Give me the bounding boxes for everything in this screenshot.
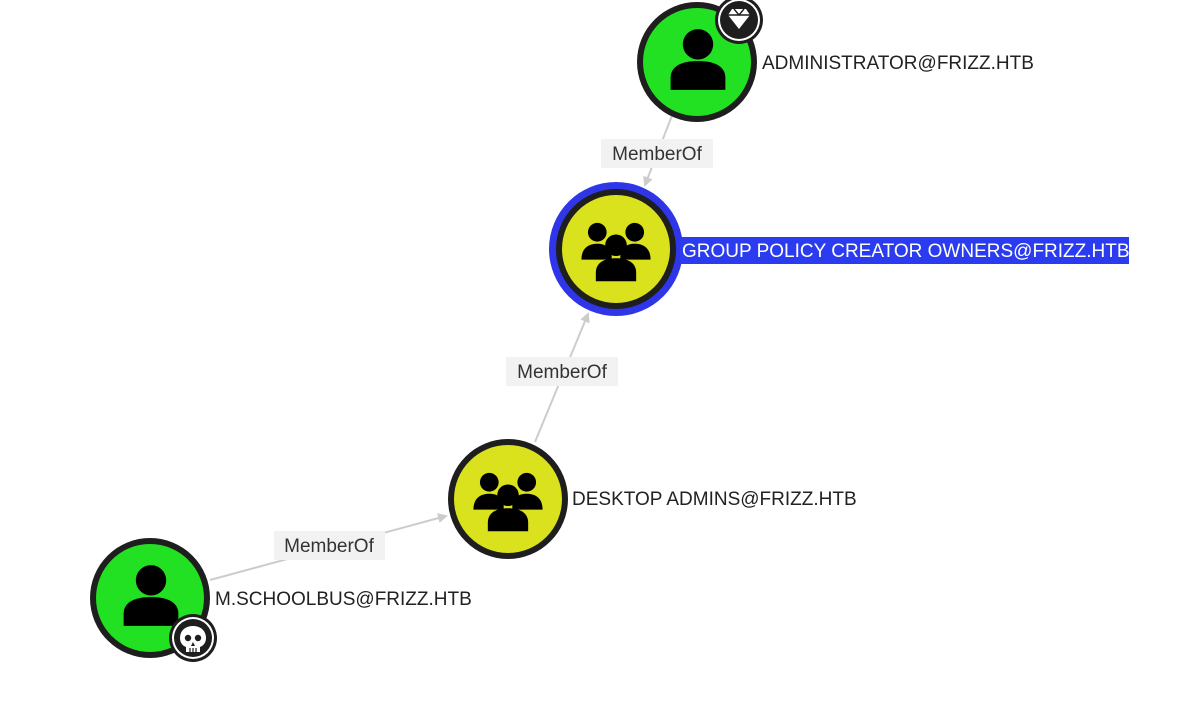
edge-administrator-to-gpco[interactable]: MemberOf	[601, 112, 713, 187]
edge-label: MemberOf	[284, 536, 374, 557]
edge-label-bg	[506, 357, 618, 386]
edge-desktop-admins-to-gpco[interactable]: MemberOf	[506, 312, 618, 443]
node-group-policy-creator-owners[interactable]: GROUP POLICY CREATOR OWNERS@FRIZZ.HTB	[549, 182, 1130, 316]
node-desktop-admins[interactable]: DESKTOP ADMINS@FRIZZ.HTB	[448, 439, 857, 559]
skull-icon	[169, 614, 217, 662]
node-label: ADMINISTRATOR@FRIZZ.HTB	[762, 53, 1034, 74]
node-administrator[interactable]: ADMINISTRATOR@FRIZZ.HTB	[637, 0, 1034, 122]
edge-schoolbus-to-desktop-admins[interactable]: MemberOf	[209, 513, 448, 581]
node-m-schoolbus[interactable]: M.SCHOOLBUS@FRIZZ.HTB	[90, 538, 472, 662]
edge-label: MemberOf	[612, 144, 702, 165]
diamond-icon	[715, 0, 763, 44]
edge-label-bg	[601, 139, 713, 168]
node-label: GROUP POLICY CREATOR OWNERS@FRIZZ.HTB	[682, 241, 1130, 262]
node-label: M.SCHOOLBUS@FRIZZ.HTB	[215, 589, 472, 610]
edge-label: MemberOf	[517, 362, 607, 383]
selected-label-bg	[680, 237, 1129, 264]
edge-label-bg	[274, 531, 385, 560]
node-label: DESKTOP ADMINS@FRIZZ.HTB	[572, 489, 857, 510]
